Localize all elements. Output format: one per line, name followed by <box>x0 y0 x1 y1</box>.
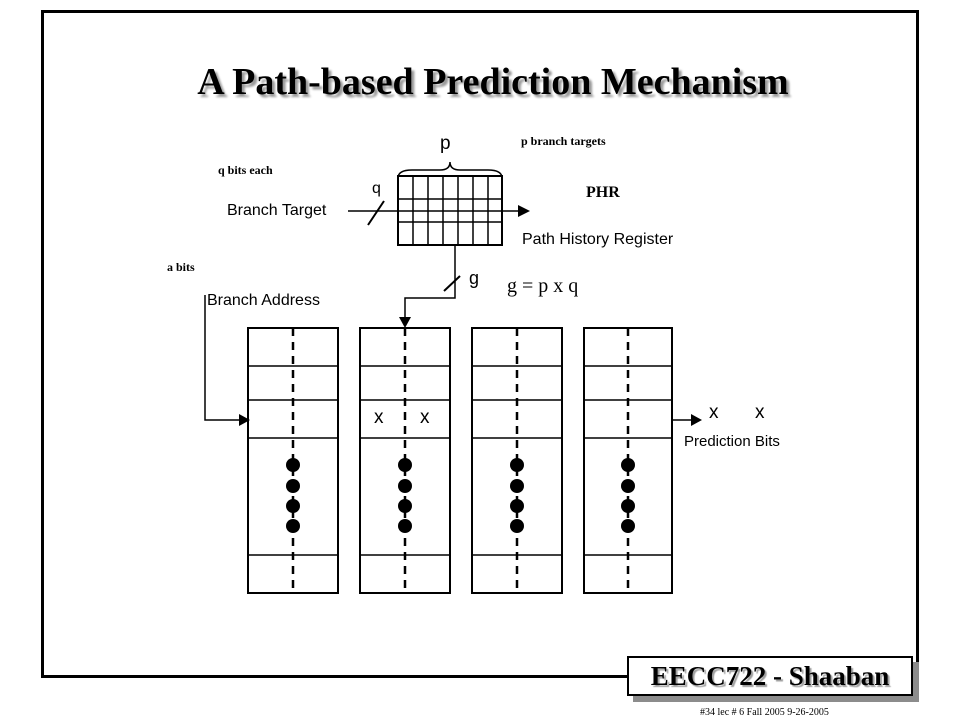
table-1-ellipsis <box>286 458 300 533</box>
p-brace <box>397 161 503 179</box>
p-branch-targets-annotation: p branch targets <box>521 134 606 148</box>
footer-meta: #34 lec # 6 Fall 2005 9-26-2005 <box>700 707 829 718</box>
g-label: g <box>469 268 480 288</box>
output-x-right: x <box>755 402 765 423</box>
table-2-x-left: x <box>374 407 384 428</box>
table-2-ellipsis <box>398 458 412 533</box>
a-bits-annotation: a bits <box>167 260 195 274</box>
output-x-left: x <box>709 402 719 423</box>
prediction-bits-label: Prediction Bits <box>684 433 780 450</box>
table-2-x-right: x <box>420 407 430 428</box>
table-3-ellipsis <box>510 458 524 533</box>
branch-address-label: Branch Address <box>207 292 320 309</box>
g-bus-tick <box>443 275 461 292</box>
branch-address-arrowhead <box>239 414 250 426</box>
slide-title: A Path-based Prediction Mechanism <box>197 61 789 103</box>
footer-badge: EECC722 - Shaaban <box>627 656 913 696</box>
q-label: q <box>372 180 381 197</box>
slide-frame <box>41 10 919 678</box>
g-formula-annotation: g = p x q <box>507 275 579 297</box>
branch-target-label: Branch Target <box>227 202 327 219</box>
q-bus-tick <box>367 200 385 226</box>
path-history-register-label: Path History Register <box>522 231 674 248</box>
p-label: p <box>440 133 451 154</box>
g-bus-arrow <box>404 245 461 318</box>
table-4-ellipsis <box>621 458 635 533</box>
prediction-bits-arrowhead <box>691 414 702 426</box>
branch-target-arrow <box>348 200 530 226</box>
g-arrowhead <box>399 317 411 328</box>
q-bits-each-annotation: q bits each <box>218 163 273 177</box>
branch-address-arrow <box>204 295 240 421</box>
phr-annotation: PHR <box>586 184 620 201</box>
